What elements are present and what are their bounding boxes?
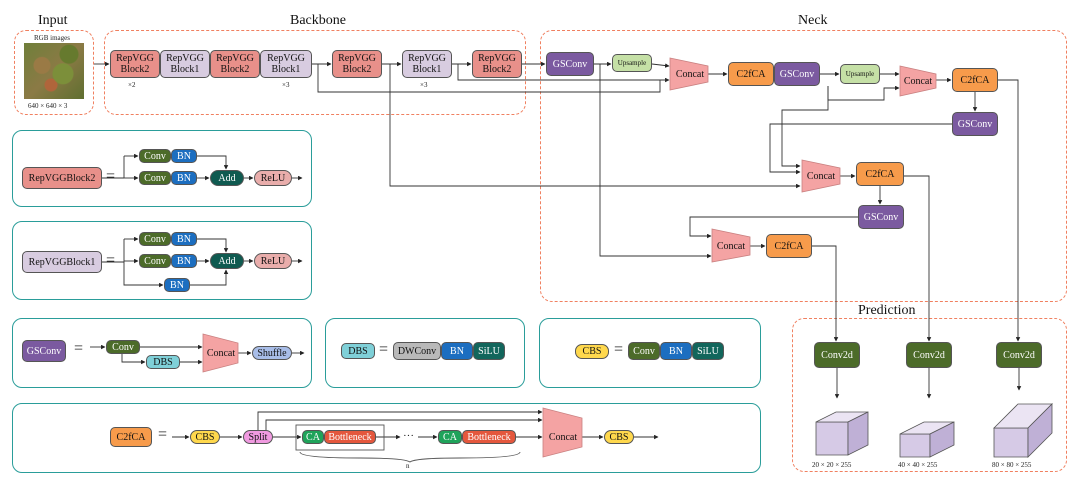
bn-box: BN (441, 342, 473, 360)
backbone-repvgg-block1-1: RepVGG Block1 (160, 50, 210, 78)
neck-concat-4: Concat (716, 240, 746, 252)
gsconv-label: GSConv (22, 340, 66, 362)
bottleneck-box: Bottleneck (324, 430, 376, 444)
cbs-label: CBS (575, 344, 609, 359)
conv-box: Conv (139, 149, 171, 163)
bn-box: BN (164, 278, 190, 292)
relu-box: ReLU (254, 170, 292, 186)
dwconv-box: DWConv (393, 342, 441, 360)
dbs-label: DBS (341, 343, 375, 359)
repvggblock2-label: RepVGGBlock2 (22, 167, 102, 189)
neck-c2fca-4: C2fCA (766, 234, 812, 258)
rgb-image-thumbnail (24, 43, 84, 99)
conv2d-3: Conv2d (996, 342, 1042, 368)
ca-box: CA (438, 430, 462, 444)
bottleneck-box: Bottleneck (462, 430, 516, 444)
cbs-box: CBS (190, 430, 220, 444)
conv-box: Conv (139, 254, 171, 268)
equals-sign: = (106, 168, 116, 185)
conv-box: Conv (106, 340, 140, 354)
prediction-title: Prediction (858, 303, 916, 318)
gsconv-concat: Concat (206, 347, 236, 359)
c2fca-concat: Concat (548, 431, 578, 443)
backbone-repvgg-block2-4: RepVGG Block2 (472, 50, 522, 78)
panel-c2fca (12, 403, 761, 473)
bn-box: BN (171, 149, 197, 163)
dbs-box: DBS (146, 355, 180, 369)
neck-gsconv-2: GSConv (774, 62, 820, 86)
bn-box: BN (171, 254, 197, 268)
ellipsis: ··· (403, 430, 414, 442)
input-caption: RGB images (34, 34, 70, 42)
relu-box: ReLU (254, 253, 292, 269)
neck-c2fca-3: C2fCA (856, 162, 904, 186)
output-size-2: 40 × 40 × 255 (898, 461, 938, 469)
output-size-3: 80 × 80 × 255 (992, 461, 1032, 469)
ca-box: CA (302, 430, 324, 444)
neck-gsconv-1: GSConv (546, 52, 594, 76)
add-box: Add (210, 253, 244, 269)
shuffle-box: Shuffle (252, 346, 292, 360)
silu-box: SiLU (692, 342, 724, 360)
equals-sign: = (158, 426, 168, 443)
backbone-repvgg-block1-3: RepVGG Block1 (402, 50, 452, 78)
panel-repvggblock2 (12, 130, 312, 207)
split-box: Split (243, 430, 273, 444)
panel-dbs (325, 318, 525, 388)
silu-box: SiLU (473, 342, 505, 360)
conv2d-2: Conv2d (906, 342, 952, 368)
backbone-repvgg-block2-2: RepVGG Block2 (210, 50, 260, 78)
conv-box: Conv (628, 342, 660, 360)
backbone-repvgg-block1-2: RepVGG Block1 (260, 50, 312, 78)
backbone-region (104, 30, 526, 115)
equals-sign: = (614, 341, 624, 358)
multiplier-x2: ×2 (128, 81, 136, 89)
bn-box: BN (171, 232, 197, 246)
neck-concat-3: Concat (806, 170, 836, 182)
output-size-1: 20 × 20 × 255 (812, 461, 852, 469)
equals-sign: = (106, 252, 116, 269)
bn-box: BN (171, 171, 197, 185)
neck-upsample-2: Upsample (840, 64, 880, 84)
prediction-region (792, 318, 1067, 472)
neck-c2fca-1: C2fCA (728, 62, 774, 86)
neck-title: Neck (798, 13, 828, 28)
equals-sign: = (379, 341, 389, 358)
repeat-count-n: n (406, 462, 410, 470)
panel-cbs (539, 318, 761, 388)
neck-gsconv-3: GSConv (952, 112, 998, 136)
conv2d-1: Conv2d (814, 342, 860, 368)
neck-region (540, 30, 1067, 302)
cbs-box: CBS (604, 430, 634, 444)
neck-upsample-1: Upsample (612, 54, 652, 72)
neck-concat-2: Concat (903, 75, 933, 87)
conv-box: Conv (139, 232, 171, 246)
backbone-repvgg-block2-3: RepVGG Block2 (332, 50, 382, 78)
add-box: Add (210, 170, 244, 186)
backbone-title: Backbone (290, 13, 346, 28)
panel-repvggblock1 (12, 221, 312, 300)
input-region (14, 30, 94, 115)
multiplier-x3-a: ×3 (282, 81, 290, 89)
conv-box: Conv (139, 171, 171, 185)
input-title: Input (38, 13, 68, 28)
multiplier-x3-b: ×3 (420, 81, 428, 89)
neck-gsconv-4: GSConv (858, 205, 904, 229)
c2fca-label: C2fCA (110, 427, 152, 447)
bn-box: BN (660, 342, 692, 360)
neck-c2fca-2: C2fCA (952, 68, 998, 92)
neck-concat-1: Concat (675, 68, 705, 80)
backbone-repvgg-block2-1: RepVGG Block2 (110, 50, 160, 78)
input-size: 640 × 640 × 3 (28, 102, 68, 110)
panel-gsconv (12, 318, 312, 388)
repvggblock1-label: RepVGGBlock1 (22, 251, 102, 273)
equals-sign: = (74, 340, 84, 357)
